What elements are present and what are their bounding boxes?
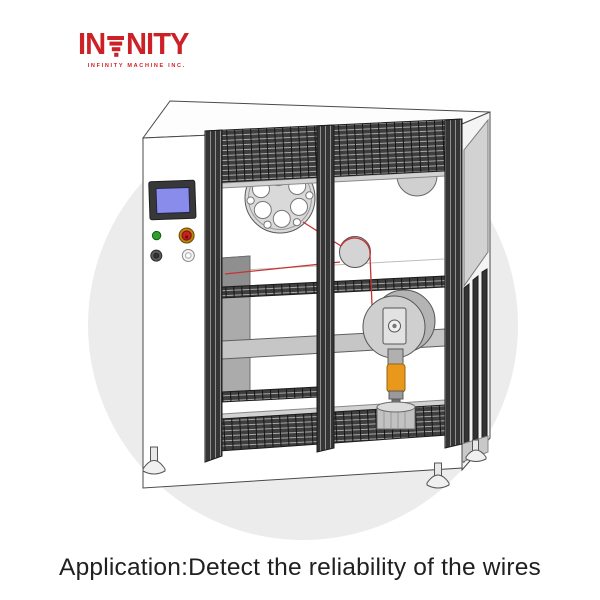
damper-assembly <box>386 348 406 408</box>
leveling-foot-right-back <box>465 439 487 462</box>
infinity-funnel-icon <box>107 36 125 57</box>
hmi-screen-display <box>155 186 191 215</box>
damper-cylinder <box>386 363 406 393</box>
brand-logo-wordmark: IN NITY <box>78 26 190 61</box>
control-panel <box>148 179 197 262</box>
logo-text-right: NITY <box>125 26 190 61</box>
panel-button-dark <box>150 249 163 262</box>
frame-right-column <box>444 118 463 449</box>
leveling-foot-left <box>142 446 166 475</box>
brand-tagline: INFINITY MACHINE INC. <box>87 63 186 69</box>
frame-left-column <box>204 129 223 463</box>
left-bay-panel <box>221 255 251 400</box>
brand-logo: IN NITY INFINITY MACHINE INC. <box>78 28 196 69</box>
pneumatic-cylinder <box>376 401 416 430</box>
side-frame-bars <box>463 268 488 464</box>
power-led <box>151 230 162 241</box>
side-upper-panel <box>463 118 489 288</box>
application-caption: Application:Detect the reliability of th… <box>59 554 541 581</box>
machine <box>141 100 491 489</box>
emergency-stop-button <box>178 227 195 244</box>
logo-text-left: IN <box>78 26 106 61</box>
swing-wheel <box>362 289 436 359</box>
leveling-foot-right-front <box>426 462 450 489</box>
hmi-screen <box>148 179 197 221</box>
frame-middle-column <box>316 124 335 453</box>
panel-button-silver <box>181 248 195 262</box>
